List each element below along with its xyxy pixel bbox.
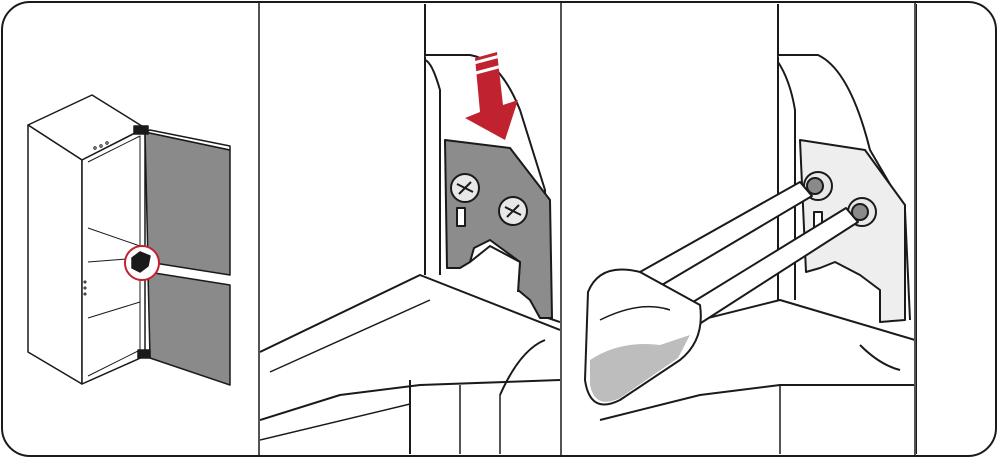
screw-icon — [499, 197, 527, 225]
screw-icon — [451, 174, 479, 202]
top-door — [145, 132, 230, 275]
